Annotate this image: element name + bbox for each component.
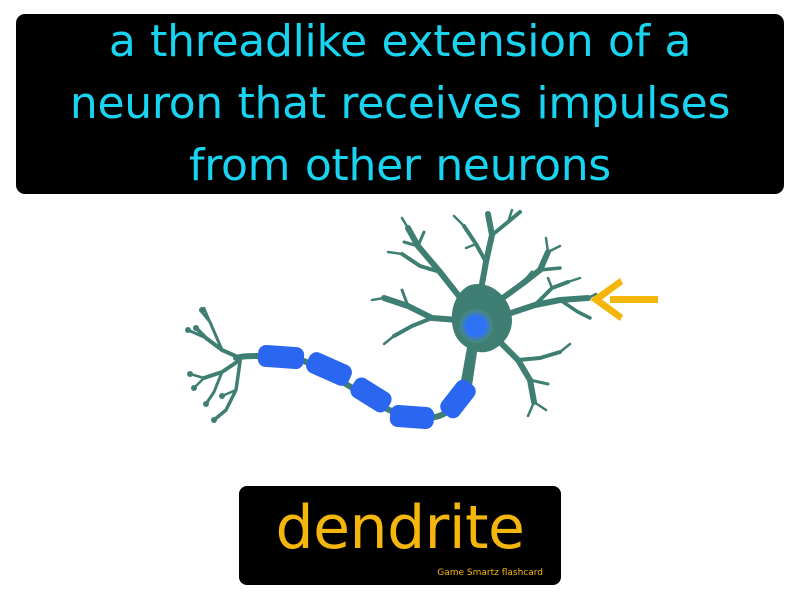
term-panel: dendrite Game Smartz flashcard xyxy=(239,486,561,585)
axon-terminals xyxy=(186,306,242,422)
arrow-left-icon xyxy=(590,278,658,321)
definition-panel: a threadlike extension of a neuron that … xyxy=(16,14,784,194)
neuron-illustration xyxy=(185,208,658,429)
definition-text: a threadlike extension of a neuron that … xyxy=(69,16,731,191)
myelin-sheath xyxy=(257,344,476,429)
term-text: dendrite xyxy=(275,493,525,563)
dendrite-branches xyxy=(370,208,598,418)
neuron-icon xyxy=(185,208,598,429)
branding-label: Game Smartz flashcard xyxy=(437,568,543,578)
terminal-buttons xyxy=(185,307,225,423)
